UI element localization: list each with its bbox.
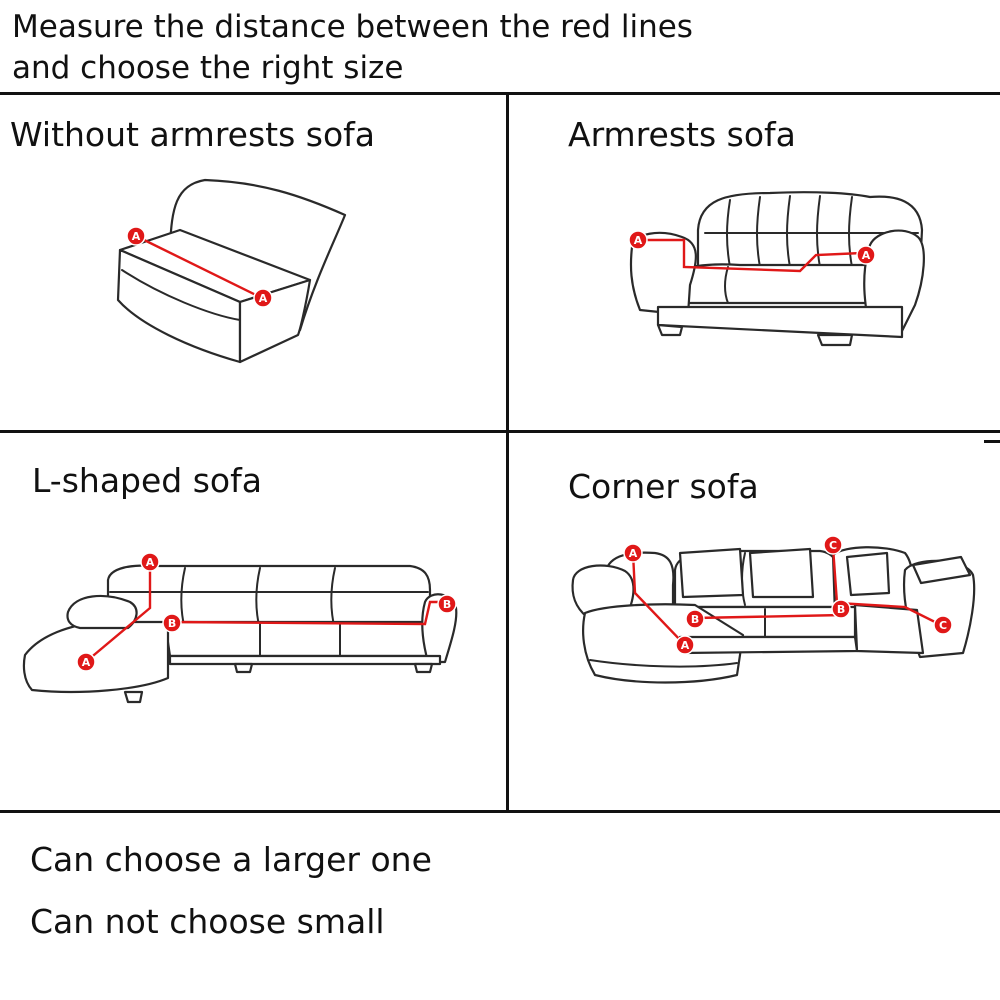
grid-tick-mark: [984, 440, 1000, 443]
svg-text:A: A: [259, 292, 268, 305]
grid-vertical-rule: [506, 92, 509, 813]
panel-title-armrests: Armrests sofa: [568, 115, 796, 155]
marker-c-end: C: [934, 616, 952, 634]
svg-text:B: B: [168, 617, 176, 630]
panel-title-without-armrests: Without armrests sofa: [10, 115, 375, 155]
marker-a-start: A: [127, 227, 145, 245]
sofa-cushion-center: [750, 549, 813, 597]
sofa-left-armrest: [68, 596, 137, 628]
svg-text:A: A: [82, 656, 91, 669]
svg-text:C: C: [829, 539, 837, 552]
marker-a-top: A: [141, 553, 159, 571]
header-line-2: and choose the right size: [12, 49, 403, 87]
sofa-base: [658, 307, 902, 337]
sofa-cushion-right: [847, 553, 889, 595]
svg-text:A: A: [634, 234, 643, 247]
note-line-2: Can not choose small: [30, 902, 385, 942]
sofa-chaise: [24, 622, 168, 692]
marker-a-end: A: [254, 289, 272, 307]
note-line-1: Can choose a larger one: [30, 840, 432, 880]
sofa-seat: [165, 622, 440, 656]
marker-c-start: C: [824, 536, 842, 554]
l-shaped-sofa-drawing: A A B B: [20, 550, 465, 710]
svg-text:C: C: [939, 619, 947, 632]
sofa-back-cushions: [108, 566, 430, 630]
armrest-sofa-drawing: A A: [620, 185, 940, 355]
svg-text:A: A: [681, 639, 690, 652]
marker-a-bottom: A: [676, 636, 694, 654]
panel-title-corner: Corner sofa: [568, 467, 759, 507]
marker-a-bottom: A: [77, 653, 95, 671]
marker-a-top: A: [624, 544, 642, 562]
svg-text:B: B: [443, 598, 451, 611]
marker-b-end: B: [832, 600, 850, 618]
marker-b-end: B: [438, 595, 456, 613]
armless-sofa-drawing: A A: [100, 170, 360, 370]
svg-text:A: A: [862, 249, 871, 262]
grid-middle-rule: [0, 430, 1000, 433]
corner-sofa-drawing: A A B B C C: [565, 535, 995, 705]
marker-a-start: A: [629, 231, 647, 249]
svg-text:A: A: [146, 556, 155, 569]
marker-b-start: B: [163, 614, 181, 632]
grid-top-rule: [0, 92, 1000, 95]
svg-text:A: A: [629, 547, 638, 560]
marker-b-start: B: [686, 610, 704, 628]
svg-text:B: B: [837, 603, 845, 616]
svg-text:A: A: [132, 230, 141, 243]
svg-text:B: B: [691, 613, 699, 626]
grid-bottom-rule: [0, 810, 1000, 813]
marker-a-end: A: [857, 246, 875, 264]
panel-title-l-shaped: L-shaped sofa: [32, 461, 262, 501]
sofa-cushion-left: [680, 549, 743, 597]
header-line-1: Measure the distance between the red lin…: [12, 8, 693, 46]
